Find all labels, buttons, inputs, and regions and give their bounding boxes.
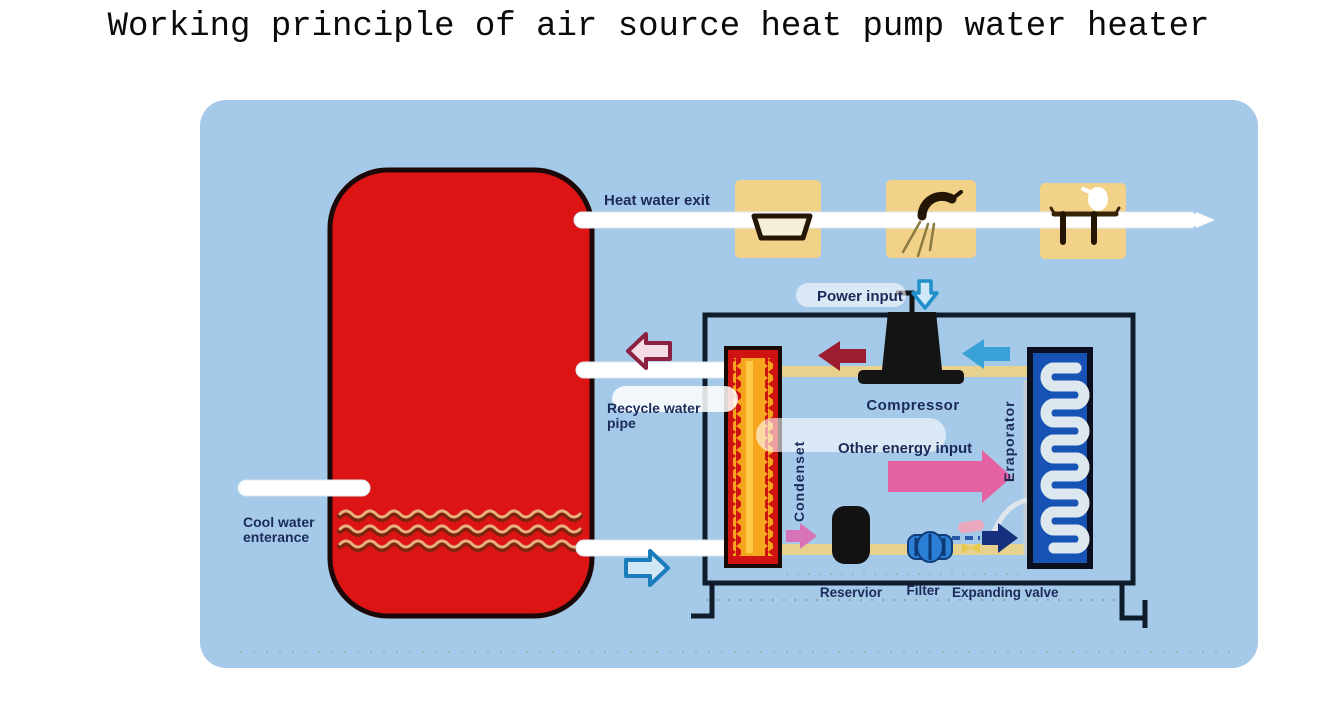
label-other-energy-input: Other energy input (838, 440, 973, 457)
heat-water-pipe-tip (1196, 212, 1215, 228)
label-expanding-valve: Expanding valve (952, 585, 1059, 600)
bathtub-icon (751, 213, 813, 241)
label-cool-water-enterance: Cool water enterance (243, 514, 315, 546)
label-compressor: Compressor (866, 397, 960, 414)
ground-dots (240, 573, 1240, 653)
power-input-down-arrow-icon (911, 279, 939, 310)
cold-gas-left-arrow-icon (962, 339, 1010, 369)
valve-flow-arrow-icon (982, 523, 1018, 553)
condenser (724, 346, 782, 568)
label-evaporator: Eraporator (1001, 400, 1017, 482)
compressor-body (882, 312, 942, 370)
recycle-water-pipe (575, 361, 745, 379)
return-in-arrow-icon (624, 549, 670, 587)
recycle-out-arrow-icon (626, 332, 672, 370)
label-condenser: Condenset (791, 440, 807, 522)
compressor-base (858, 370, 964, 384)
valve-symbol (962, 543, 980, 553)
refrigerant-pipe-bottom (764, 544, 1036, 555)
tank-heating-coil-waves (340, 509, 580, 549)
liquid-out-arrow-icon (786, 523, 817, 549)
label-recycle-water-pipe: Recycle water pipe (607, 400, 701, 432)
expanding-valve (952, 519, 984, 553)
cool-water-entrance-pipe (237, 479, 371, 497)
evaporator (1027, 347, 1093, 569)
water-tank (327, 167, 595, 619)
tank-return-pipe (575, 539, 747, 557)
flow-arrows (624, 332, 1018, 587)
table-with-kettle-icon (1049, 187, 1121, 245)
label-heat-water-exit: Heat water exit (604, 192, 710, 209)
reservoir (832, 506, 870, 564)
unit-left-leg (691, 583, 715, 619)
other-energy-arrow-icon (888, 450, 1012, 503)
white-patches (612, 283, 946, 452)
water-pipes (237, 211, 1215, 557)
page-title: Working principle of air source heat pum… (107, 8, 1210, 46)
label-filter: Filter (906, 583, 940, 598)
label-reservoir: Reservior (819, 585, 883, 600)
label-power-input: Power input (817, 288, 903, 305)
hot-gas-left-arrow-icon (818, 341, 866, 371)
unit-right-leg (1119, 583, 1148, 628)
compressor-unit (858, 279, 964, 384)
shower-icon (901, 190, 963, 258)
filter (907, 531, 953, 563)
